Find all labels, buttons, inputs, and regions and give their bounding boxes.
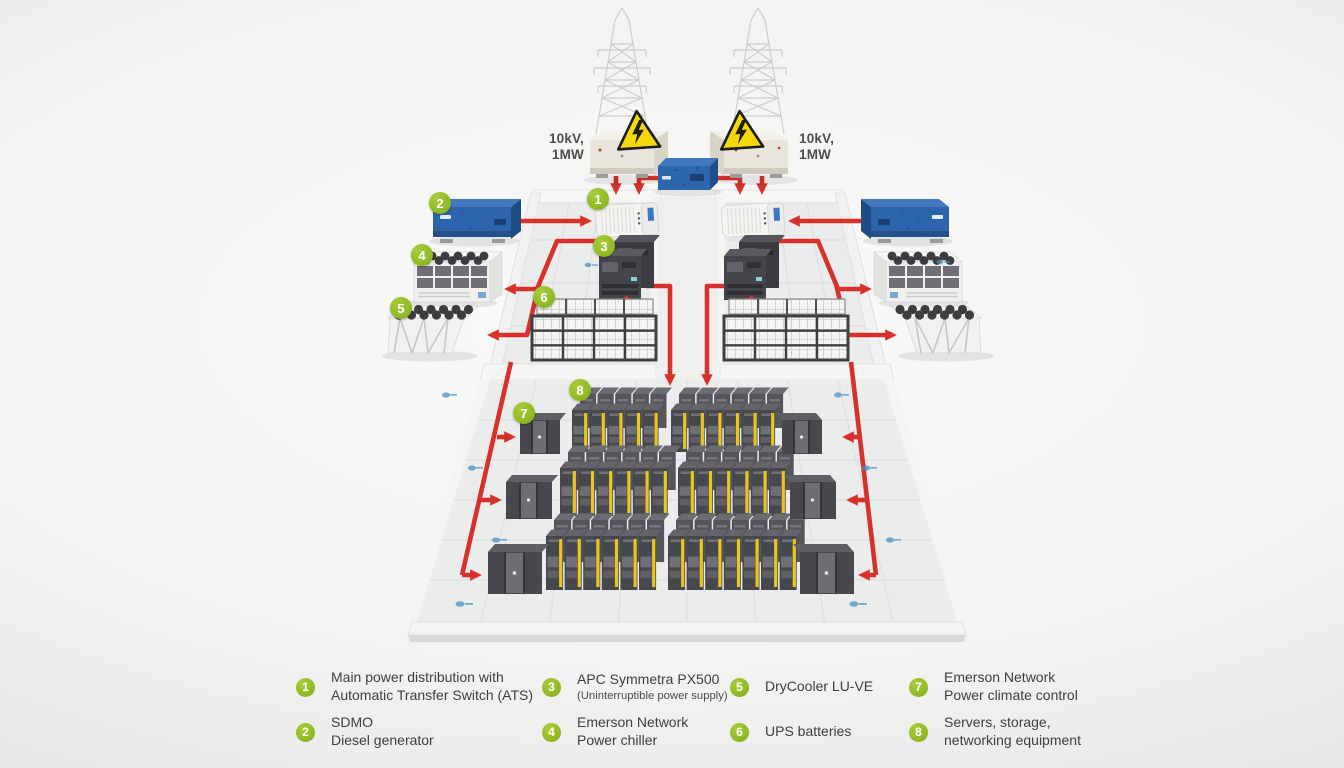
drycooler-right — [889, 304, 994, 362]
server-rack-row — [668, 529, 803, 590]
diesel-generator-left — [429, 199, 521, 247]
feed-voltage: 10kV, — [799, 131, 835, 146]
server-rack-row — [572, 403, 664, 452]
legend-number: 4 — [542, 722, 561, 742]
legend-item-6: 6 UPS batteries — [730, 713, 851, 751]
chiller-left — [407, 251, 504, 309]
marker-batteries: 6 — [533, 286, 555, 308]
server-rack-row — [678, 461, 792, 516]
server-rack-row — [671, 403, 781, 452]
legend-number: 2 — [296, 722, 315, 742]
battery-rack-right — [722, 298, 850, 362]
legend-item-3: 3 APC Symmetra PX500(Uninterruptible pow… — [542, 668, 728, 706]
server-rack-row — [546, 529, 662, 590]
marker-ats: 1 — [587, 188, 609, 210]
legend-item-8: 8 Servers, storage,networking equipment — [909, 713, 1081, 751]
legend-number: 8 — [909, 722, 928, 742]
corridor-floor — [658, 197, 718, 380]
marker-chiller: 4 — [411, 244, 433, 266]
climate-unit-left-bottom — [488, 544, 549, 594]
feed-rating-label-right: 10kV, 1MW — [799, 131, 845, 163]
feed-power: 1MW — [551, 146, 584, 162]
main-distribution-unit — [654, 158, 722, 197]
transmission-pylon-left — [593, 6, 651, 135]
server-rack-row — [560, 461, 674, 516]
legend-number: 5 — [730, 677, 749, 697]
legend-number: 6 — [730, 722, 749, 742]
marker-climate: 7 — [513, 402, 535, 424]
marker-servers: 8 — [569, 379, 591, 401]
climate-unit-right-mid — [784, 475, 836, 519]
legend-number: 3 — [542, 677, 561, 697]
feed-rating-label-left: 10kV, 1MW — [538, 131, 584, 163]
climate-unit-right-bottom — [793, 544, 854, 594]
diesel-generator-right — [861, 199, 953, 247]
high-voltage-warning-icon — [719, 109, 765, 151]
transmission-pylon-right — [729, 6, 787, 135]
chiller-right — [872, 251, 969, 309]
battery-rack-left — [530, 298, 658, 362]
legend-number: 1 — [296, 677, 315, 697]
marker-generator: 2 — [429, 192, 451, 214]
feed-voltage: 10kV, — [548, 131, 584, 146]
high-voltage-warning-icon — [616, 109, 662, 151]
climate-unit-left-mid — [506, 475, 558, 519]
marker-ups: 3 — [593, 235, 615, 257]
ats-unit-right — [721, 202, 786, 238]
climate-unit-right-top — [776, 413, 822, 454]
legend-item-5: 5 DryCooler LU-VE — [730, 668, 873, 706]
floor-logo-marks — [442, 259, 950, 607]
legend-number: 7 — [909, 677, 928, 697]
marker-drycooler: 5 — [390, 297, 412, 319]
feed-power: 1MW — [799, 146, 832, 162]
ats-unit-left — [595, 202, 660, 238]
